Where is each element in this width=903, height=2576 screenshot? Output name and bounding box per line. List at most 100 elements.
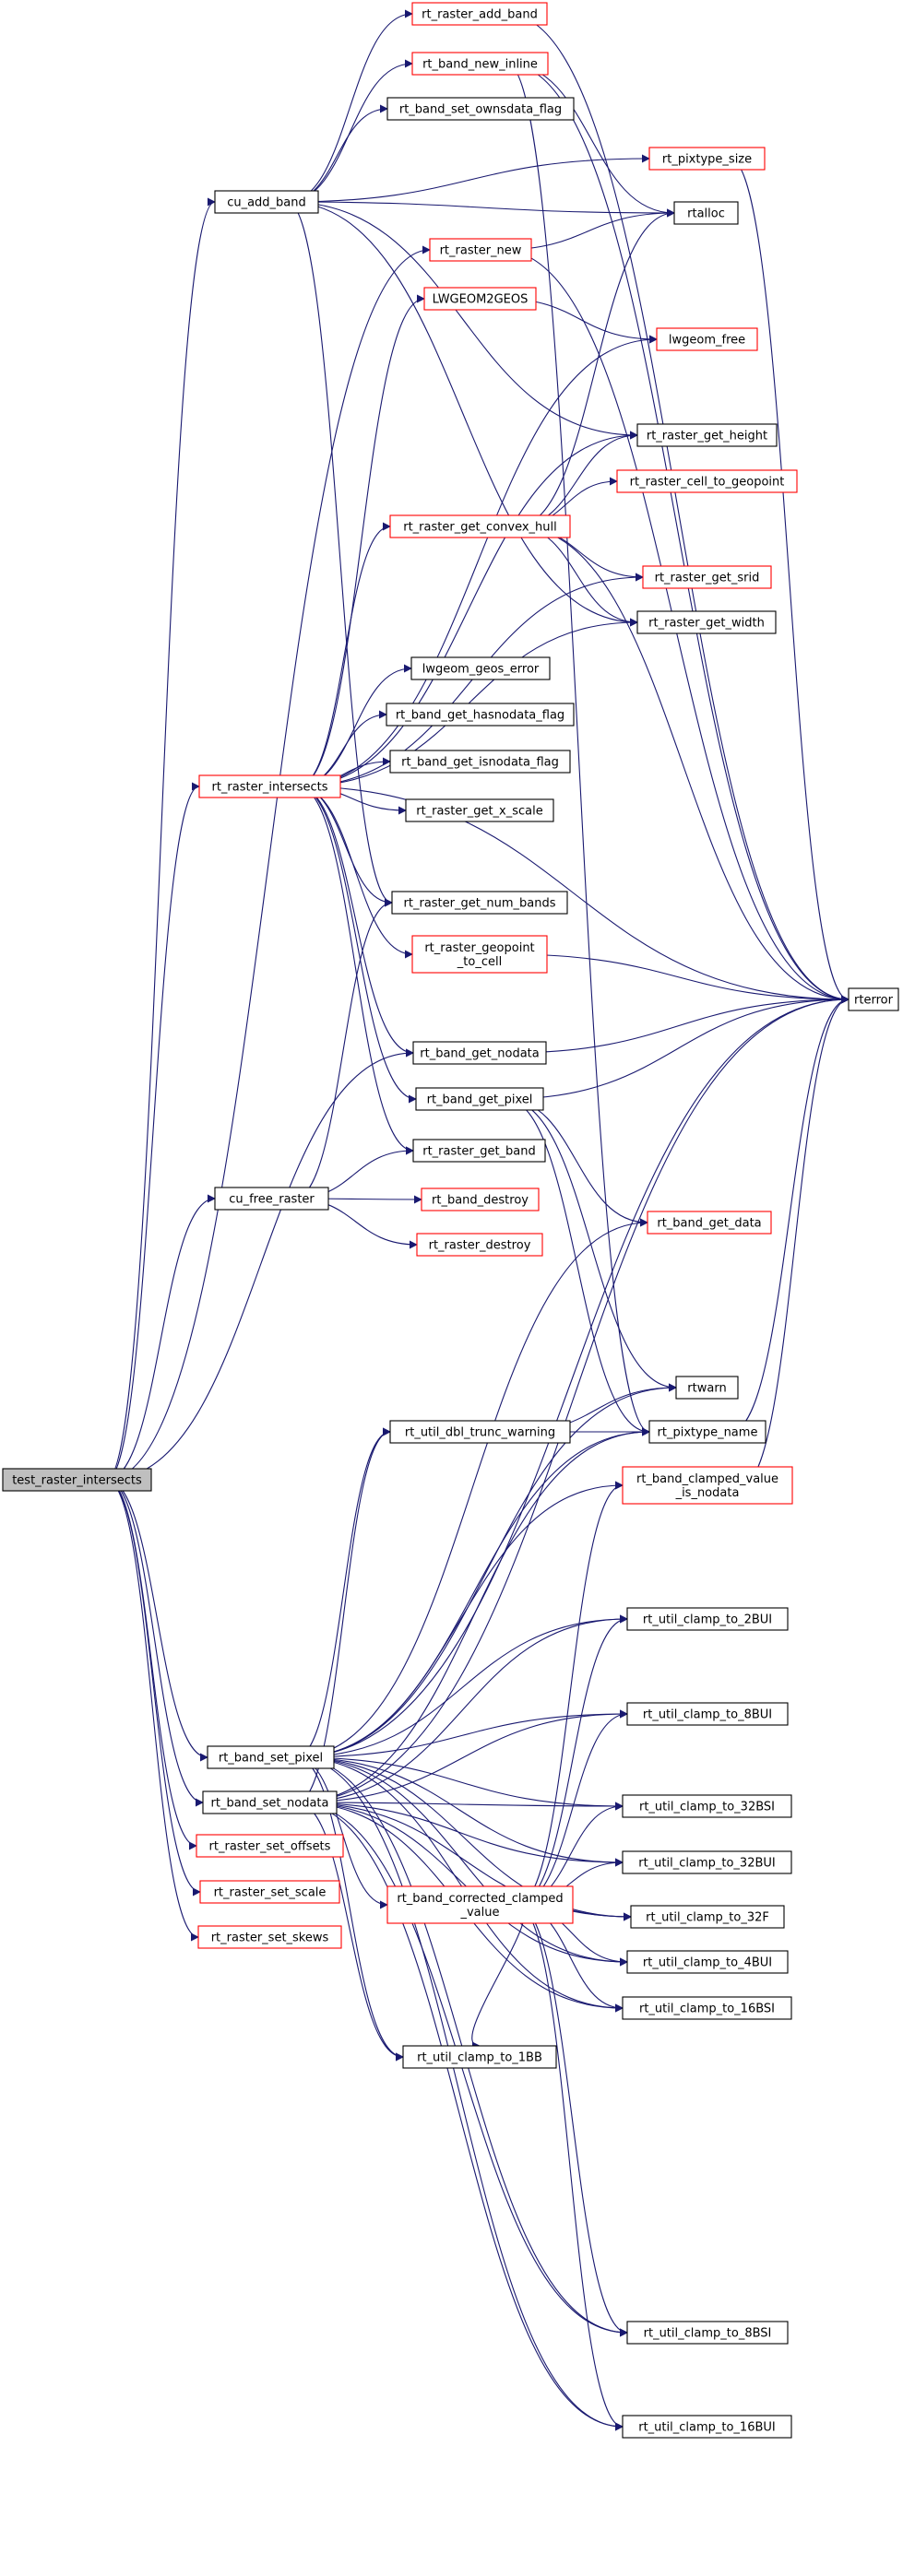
node-rt_util_clamp_to_8BSI[interactable]: rt_util_clamp_to_8BSI [626,2321,789,2345]
node-rt_util_clamp_to_2BUI[interactable]: rt_util_clamp_to_2BUI [626,1607,789,1631]
edge-cu_add_band-to-rt_pixtype_size [287,154,650,203]
node-rt_raster_get_num_bands[interactable]: rt_raster_get_num_bands [391,891,568,915]
node-rt_band_get_hasnodata_flag[interactable]: rt_band_get_hasnodata_flag [386,703,575,727]
node-label-rt_band_set_ownsdata_flag: rt_band_set_ownsdata_flag [399,103,562,117]
edge-rt_band_set_pixel-to-rt_util_clamp_to_32BSI [295,1756,624,1811]
node-rt_raster_new[interactable]: rt_raster_new [429,238,532,262]
node-rt_raster_set_offsets[interactable]: rt_raster_set_offsets [196,1834,344,1858]
edge-rt_band_set_nodata-to-rt_util_clamp_to_16BUI [296,1802,624,2431]
node-rt_raster_get_band[interactable]: rt_raster_get_band [412,1139,546,1163]
node-rt_util_clamp_to_8BUI[interactable]: rt_util_clamp_to_8BUI [626,1702,789,1726]
node-rt_raster_get_height[interactable]: rt_raster_get_height [636,423,778,447]
node-rt_raster_get_convex_hull[interactable]: rt_raster_get_convex_hull [389,514,571,538]
node-rt_util_clamp_to_4BUI[interactable]: rt_util_clamp_to_4BUI [626,1950,789,1974]
node-rt_raster_set_scale[interactable]: rt_raster_set_scale [199,1880,340,1904]
node-rt_util_dbl_trunc_warning[interactable]: rt_util_dbl_trunc_warning [389,1420,571,1444]
node-label-rtalloc: rtalloc [687,207,725,221]
node-box-rt_util_clamp_to_8BUI [626,1702,789,1726]
edge-rt_pixtype_name-to-rterror [731,995,850,1433]
node-rt_raster_add_band[interactable]: rt_raster_add_band [411,2,548,26]
node-label-test_raster_intersects: test_raster_intersects [12,1474,142,1488]
node-rt_raster_get_width[interactable]: rt_raster_get_width [636,610,777,634]
node-rtalloc[interactable]: rtalloc [673,201,739,225]
node-label-rt_band_set_nodata: rt_band_set_nodata [211,1797,329,1811]
node-label-rt_util_clamp_to_8BUI: rt_util_clamp_to_8BUI [643,1708,772,1722]
node-rt_raster_get_x_scale[interactable]: rt_raster_get_x_scale [405,798,554,822]
node-rt_raster_set_skews[interactable]: rt_raster_set_skews [197,1925,342,1949]
node-rt_band_get_isnodata_flag[interactable]: rt_band_get_isnodata_flag [389,750,571,774]
edge-rt_raster_intersects-to-rterror [298,786,850,1004]
node-rt_band_new_inline[interactable]: rt_band_new_inline [411,52,549,76]
node-label-lwgeom_geos_error: lwgeom_geos_error [422,663,540,677]
node-lwgeom_geos_error[interactable]: lwgeom_geos_error [410,656,551,680]
node-rt_pixtype_size[interactable]: rt_pixtype_size [648,147,766,171]
edge-test_raster_intersects-to-rt_band_set_pixel [106,1479,208,1762]
node-rt_raster_get_srid[interactable]: rt_raster_get_srid [642,565,772,589]
edge-rt_raster_intersects-to-rt_raster_geopoint_to_cell [298,786,413,959]
node-box-rt_raster_set_offsets [196,1834,344,1858]
edge-rt_pixtype_size-to-rterror [730,158,850,1004]
node-rt_band_get_pixel[interactable]: rt_band_get_pixel [415,1087,544,1111]
node-box-rt_band_get_nodata [412,1041,547,1065]
node-label-rt_raster_new: rt_raster_new [440,244,522,258]
edge-rt_band_set_pixel-to-rt_pixtype_name [295,1427,650,1758]
node-rt_band_get_data[interactable]: rt_band_get_data [647,1211,772,1235]
node-box-lwgeom_free [656,327,758,351]
node-box-rt_band_clamped_value_is_nodata [622,1466,793,1505]
node-rt_raster_geopoint_to_cell[interactable]: rt_raster_geopoint_to_cell [411,935,548,974]
node-rt_band_set_pixel[interactable]: rt_band_set_pixel [207,1745,335,1769]
node-box-rt_raster_new [429,238,532,262]
edge-rt_band_set_pixel-to-rt_util_clamp_to_16BUI [295,1756,624,2431]
node-rt_util_clamp_to_16BUI[interactable]: rt_util_clamp_to_16BUI [622,2415,792,2439]
node-box-rt_pixtype_name [648,1420,766,1444]
node-rt_band_destroy[interactable]: rt_band_destroy [421,1188,540,1211]
node-lwgeom_free[interactable]: lwgeom_free [656,327,758,351]
node-rt_util_clamp_to_32F[interactable]: rt_util_clamp_to_32F [630,1905,785,1929]
node-cu_free_raster[interactable]: cu_free_raster [214,1187,329,1211]
node-rt_band_set_ownsdata_flag[interactable]: rt_band_set_ownsdata_flag [386,97,575,121]
node-rtwarn[interactable]: rtwarn [675,1376,739,1400]
node-label-rt_raster_cell_to_geopoint: rt_raster_cell_to_geopoint [630,476,785,490]
node-rt_band_set_nodata[interactable]: rt_band_set_nodata [202,1790,338,1814]
node-rt_band_clamped_value_is_nodata[interactable]: rt_band_clamped_value_is_nodata [622,1466,793,1505]
node-rt_pixtype_name[interactable]: rt_pixtype_name [648,1420,766,1444]
node-rt_util_clamp_to_32BUI[interactable]: rt_util_clamp_to_32BUI [622,1850,792,1874]
node-rt_raster_cell_to_geopoint[interactable]: rt_raster_cell_to_geopoint [616,469,798,493]
node-label-rt_band_clamped_value_is_nodata-line-0: rt_band_clamped_value [636,1472,778,1486]
edge-rt_band_set_pixel-to-rt_util_clamp_to_1BB [295,1756,404,2062]
node-box-rt_raster_get_srid [642,565,772,589]
node-rterror[interactable]: rterror [848,987,899,1011]
node-rt_band_corrected_clamped_value[interactable]: rt_band_corrected_clamped_value [386,1885,574,1924]
edge-test_raster_intersects-to-rt_raster_intersects [106,782,200,1481]
edge-rt_band_get_pixel-to-rterror [505,995,850,1100]
node-label-rt_raster_get_width: rt_raster_get_width [648,617,765,631]
edge-rt_band_set_nodata-to-rt_util_clamp_to_1BB [296,1802,404,2062]
edge-rt_band_new_inline-to-rt_pixtype_name [506,63,650,1436]
edge-cu_add_band-to-rt_raster_get_height [287,201,638,440]
edge-rt_raster_geopoint_to_cell-to-rterror [506,953,850,1004]
node-LWGEOM2GEOS[interactable]: LWGEOM2GEOS [423,287,537,311]
node-box-rt_raster_geopoint_to_cell [411,935,548,974]
node-rt_util_clamp_to_1BB[interactable]: rt_util_clamp_to_1BB [402,2045,557,2069]
node-rt_util_clamp_to_32BSI[interactable]: rt_util_clamp_to_32BSI [622,1794,792,1818]
node-box-rterror [848,987,899,1011]
edge-rt_raster_intersects-to-rt_band_get_nodata [298,786,414,1058]
node-box-rt_raster_set_scale [199,1880,340,1904]
node-rt_raster_destroy[interactable]: rt_raster_destroy [416,1233,543,1257]
node-label-rt_raster_geopoint_to_cell-line-1: _to_cell [457,955,502,969]
node-cu_add_band[interactable]: cu_add_band [214,190,319,214]
edge-rt_band_set_pixel-to-rt_util_clamp_to_8BUI [295,1709,628,1758]
edge-rt_band_set_nodata-to-rterror [296,995,850,1803]
node-label-rt_util_clamp_to_1BB: rt_util_clamp_to_1BB [417,2051,542,2065]
node-label-rt_band_get_nodata: rt_band_get_nodata [420,1047,539,1061]
edge-rt_band_corrected_clamped_value-to-rt_util_clamp_to_16BUI [517,1904,624,2431]
node-test_raster_intersects[interactable]: test_raster_intersects [2,1468,152,1492]
edge-test_raster_intersects-to-rt_band_set_nodata [106,1479,204,1807]
node-rt_band_get_nodata[interactable]: rt_band_get_nodata [412,1041,547,1065]
node-rt_util_clamp_to_16BSI[interactable]: rt_util_clamp_to_16BSI [622,1996,792,2020]
node-box-rt_util_clamp_to_4BUI [626,1950,789,1974]
node-label-rt_band_clamped_value_is_nodata-line-1: _is_nodata [675,1486,740,1500]
node-box-rt_util_clamp_to_32F [630,1905,785,1929]
node-rt_raster_intersects[interactable]: rt_raster_intersects [198,774,341,798]
